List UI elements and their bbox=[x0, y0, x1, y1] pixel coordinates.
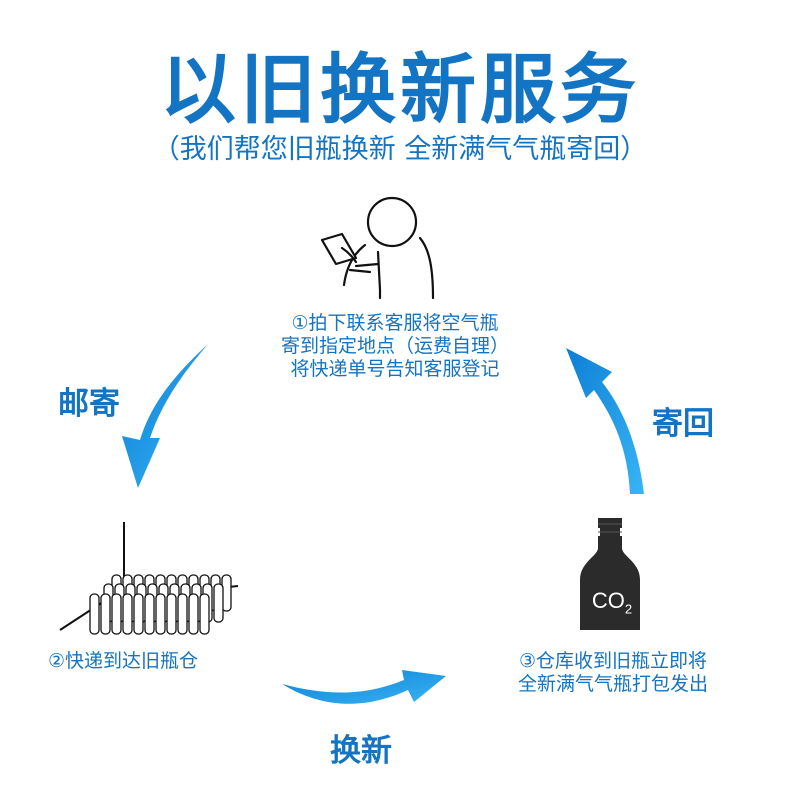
arrow-exchange bbox=[282, 670, 446, 704]
arrow-return bbox=[566, 348, 644, 494]
step-3-line: ③仓库收到旧瓶立即将 bbox=[518, 650, 708, 672]
step-2-line: ②快递到达旧瓶仓 bbox=[48, 650, 199, 672]
label-return: 寄回 bbox=[652, 406, 714, 442]
label-mail: 邮寄 bbox=[58, 386, 120, 422]
step-3-text: ③仓库收到旧瓶立即将 全新满气气瓶打包发出 bbox=[478, 650, 748, 696]
step-3-line: 全新满气气瓶打包发出 bbox=[517, 673, 708, 695]
step-1-line: ①拍下联系客服将空气瓶 bbox=[291, 312, 499, 334]
page-title: 以旧换新服务 bbox=[160, 45, 640, 134]
bottle-row-icon bbox=[59, 522, 239, 635]
step-1-text: ①拍下联系客服将空气瓶 寄到指定地点（运费自理） 将快递单号告知客服登记 bbox=[200, 312, 590, 381]
page-subtitle: （我们帮您旧瓶换新 全新满气气瓶寄回） bbox=[152, 134, 648, 165]
step-2-text: ②快递到达旧瓶仓 bbox=[48, 650, 308, 673]
arrow-mail bbox=[122, 344, 208, 488]
co2-label: CO2 bbox=[591, 588, 633, 617]
person-phone-icon bbox=[320, 196, 435, 300]
co2-bottle-icon bbox=[580, 518, 640, 630]
step-1-line: 寄到指定地点（运费自理） bbox=[280, 335, 509, 357]
step-1-line: 将快递单号告知客服登记 bbox=[290, 358, 500, 380]
label-exchange: 换新 bbox=[330, 733, 392, 769]
